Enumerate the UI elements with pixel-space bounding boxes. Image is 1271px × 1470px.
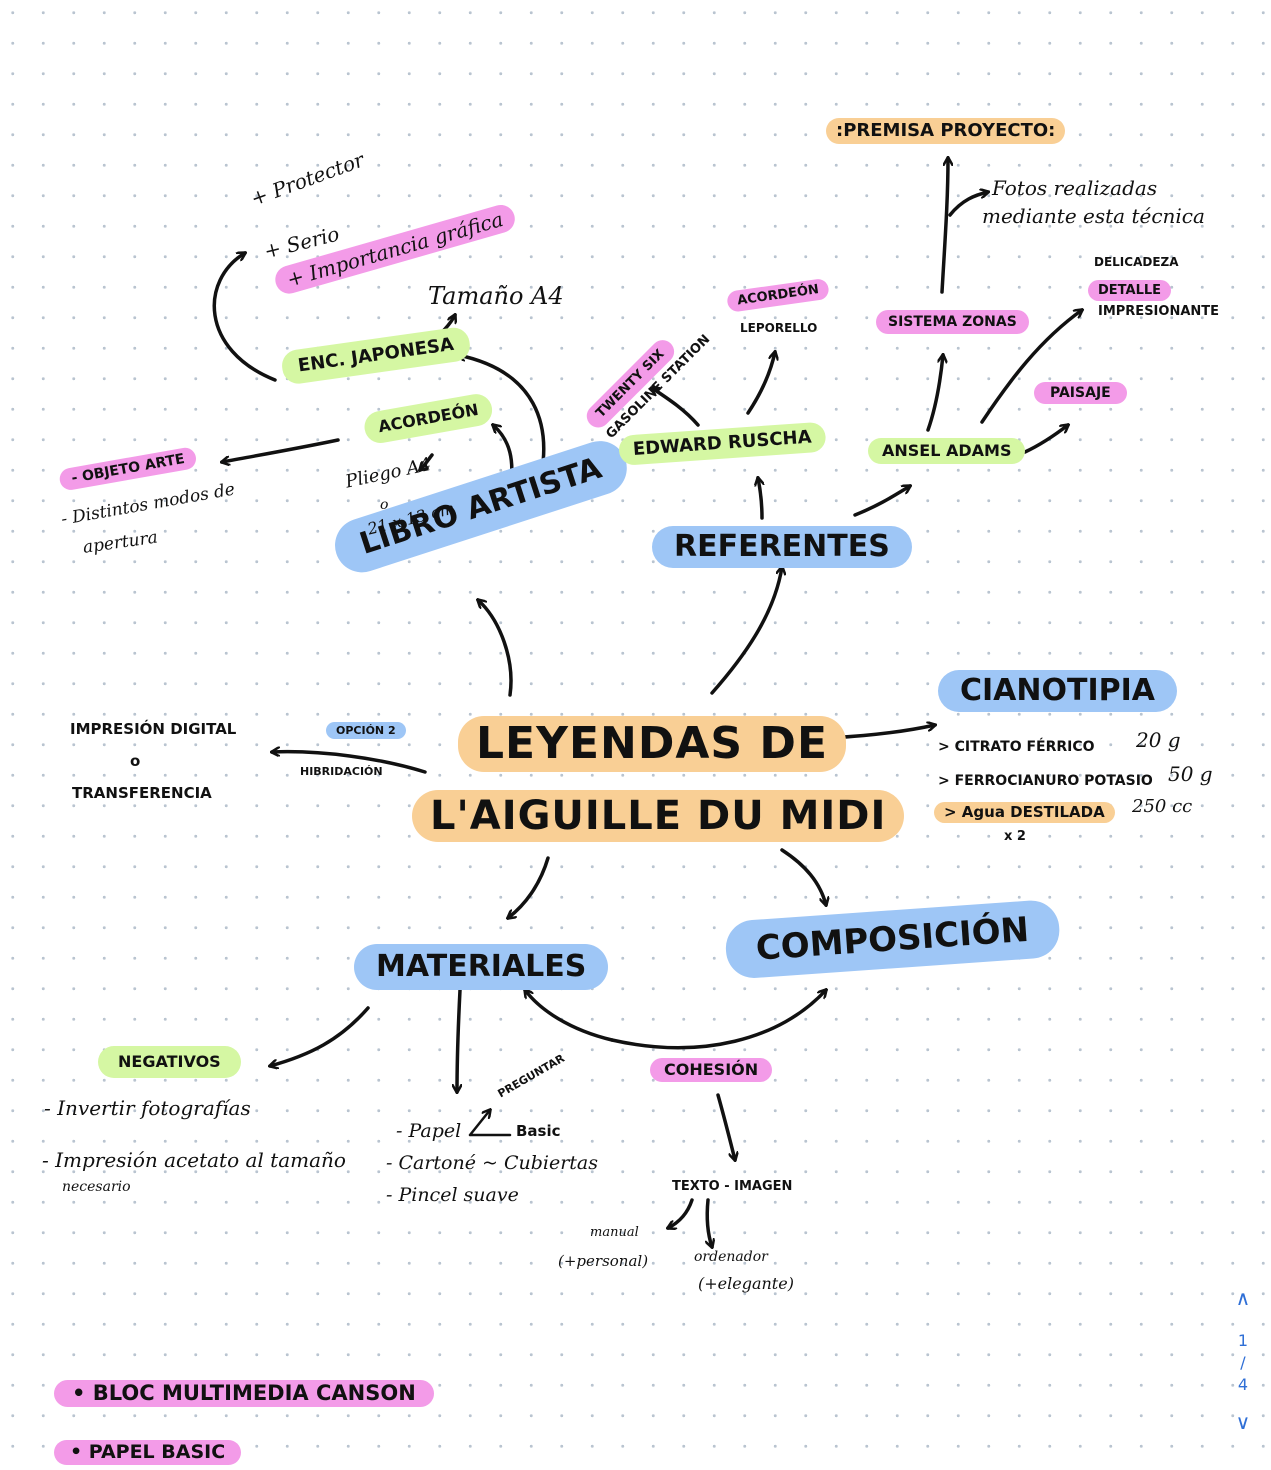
arrow-central-to-referentes <box>710 567 782 695</box>
delicadeza-label: DELICADEZA <box>1094 255 1179 269</box>
hibridacion-label: HIBRIDACIÓN <box>300 765 383 778</box>
referentes-label: REFERENTES <box>652 526 912 568</box>
pincel-text: - Pincel suave <box>386 1184 519 1206</box>
papel-text: - Papel <box>396 1120 462 1142</box>
page-up-chevron-icon[interactable]: ∧ <box>1235 1286 1251 1310</box>
ordenador-text: ordenador <box>694 1249 768 1265</box>
tamano-a4-text: Tamaño A4 <box>428 282 564 310</box>
arrow-central-to-materiales <box>508 856 550 918</box>
detalle-label: DETALLE <box>1088 280 1172 301</box>
page-current: 1 <box>1237 1331 1249 1350</box>
arrow-ref-to-ansel <box>853 486 910 517</box>
premisa-note-line1: Fotos realizadas <box>992 176 1158 200</box>
agua-qty: 250 cc <box>1132 796 1193 817</box>
negativos-line2: - Impresión acetato al tamaño <box>42 1148 346 1172</box>
transferencia-text: TRANSFERENCIA <box>72 784 212 802</box>
arrow-texto-to-ordenador <box>707 1198 712 1247</box>
arrow-texto-to-manual <box>668 1198 694 1228</box>
negativos-line3: necesario <box>62 1179 131 1195</box>
central-title-line1: LEYENDAS DE <box>458 716 846 772</box>
arrow-premisa-to-fotos <box>948 192 988 217</box>
opcion-o-text: o <box>130 752 141 770</box>
premisa-note-line2: mediante esta técnica <box>982 204 1205 228</box>
leporello-label: LEPORELLO <box>740 321 818 335</box>
arrow-central-to-libro <box>478 600 513 697</box>
bullet-bloc: • BLOC MULTIMEDIA CANSON <box>54 1380 434 1407</box>
citrato-qty: 20 g <box>1136 728 1181 752</box>
arrow-ansel-to-paisaje <box>1023 425 1068 454</box>
page-navigator: ∧ 1 / 4 ∨ <box>1228 1285 1258 1435</box>
texto-imagen-label: TEXTO - IMAGEN <box>672 1179 793 1194</box>
page-total: 4 <box>1237 1375 1249 1394</box>
ferrocianuro-qty: 50 g <box>1168 762 1213 786</box>
arrow-ruscha-to-acordeon <box>746 352 775 415</box>
page-separator: / <box>1240 1353 1246 1372</box>
arrow-ansel-to-detalle <box>980 310 1082 424</box>
papel-basic-connector <box>468 1110 512 1137</box>
bullet-papel: • PAPEL BASIC <box>54 1440 242 1465</box>
cohesion-label: COHESIÓN <box>650 1058 773 1082</box>
arrow-central-to-opcion <box>272 752 427 774</box>
manual-text: manual <box>590 1225 639 1240</box>
premisa-label: :PREMISA PROYECTO: <box>826 118 1066 144</box>
arrow-enc-to-plus <box>212 253 277 382</box>
opcion-2-badge: OPCIÓN 2 <box>326 722 406 739</box>
citrato-name: > CITRATO FÉRRICO <box>938 739 1095 755</box>
arrow-comp-to-mat <box>525 990 614 1042</box>
arrow-ref-to-ruscha <box>758 478 762 520</box>
central-title-line2: L'AIGUILLE DU MIDI <box>412 790 905 842</box>
impresionante-label: IMPRESIONANTE <box>1098 304 1220 319</box>
manual-personal-text: (+personal) <box>558 1252 649 1270</box>
arrow-mat-to-papel <box>457 988 460 1092</box>
ferrocianuro-name: > FERROCIANURO POTASIO <box>938 773 1153 789</box>
materiales-label: MATERIALES <box>354 944 609 990</box>
arrow-acordeon-to-pliego <box>420 453 434 470</box>
ordenador-elegante-text: (+elegante) <box>698 1274 794 1293</box>
arrow-sistema-to-premisa <box>940 158 948 294</box>
basic-text: Basic <box>516 1122 561 1140</box>
ansel-adams-label: ANSEL ADAMS <box>868 438 1026 464</box>
sistema-zonas-label: SISTEMA ZONAS <box>876 310 1029 334</box>
arrow-ansel-to-sistema <box>926 355 943 432</box>
negativos-label: NEGATIVOS <box>98 1046 241 1078</box>
pliego-line2: o <box>380 497 389 513</box>
impresion-digital-text: IMPRESIÓN DIGITAL <box>70 720 237 738</box>
carton-text: - Cartoné ~ Cubiertas <box>386 1152 599 1174</box>
arrow-acordeon-to-objeto <box>222 438 340 462</box>
paisaje-label: PAISAJE <box>1034 382 1127 404</box>
arrow-central-to-composicion <box>780 848 826 905</box>
negativos-line1: - Invertir fotografías <box>44 1096 251 1120</box>
agua-name: > Agua DESTILADA <box>934 802 1115 823</box>
agua-mult: x 2 <box>1004 829 1026 844</box>
arrow-mat-to-comp <box>610 990 826 1050</box>
page-down-chevron-icon[interactable]: ∨ <box>1235 1410 1251 1434</box>
cianotipia-label: CIANOTIPIA <box>938 670 1177 712</box>
arrow-cohesion-to-texto <box>716 1093 735 1160</box>
arrow-mat-to-negativos <box>270 1006 370 1066</box>
arrow-ruscha-to-twenty <box>652 388 700 427</box>
